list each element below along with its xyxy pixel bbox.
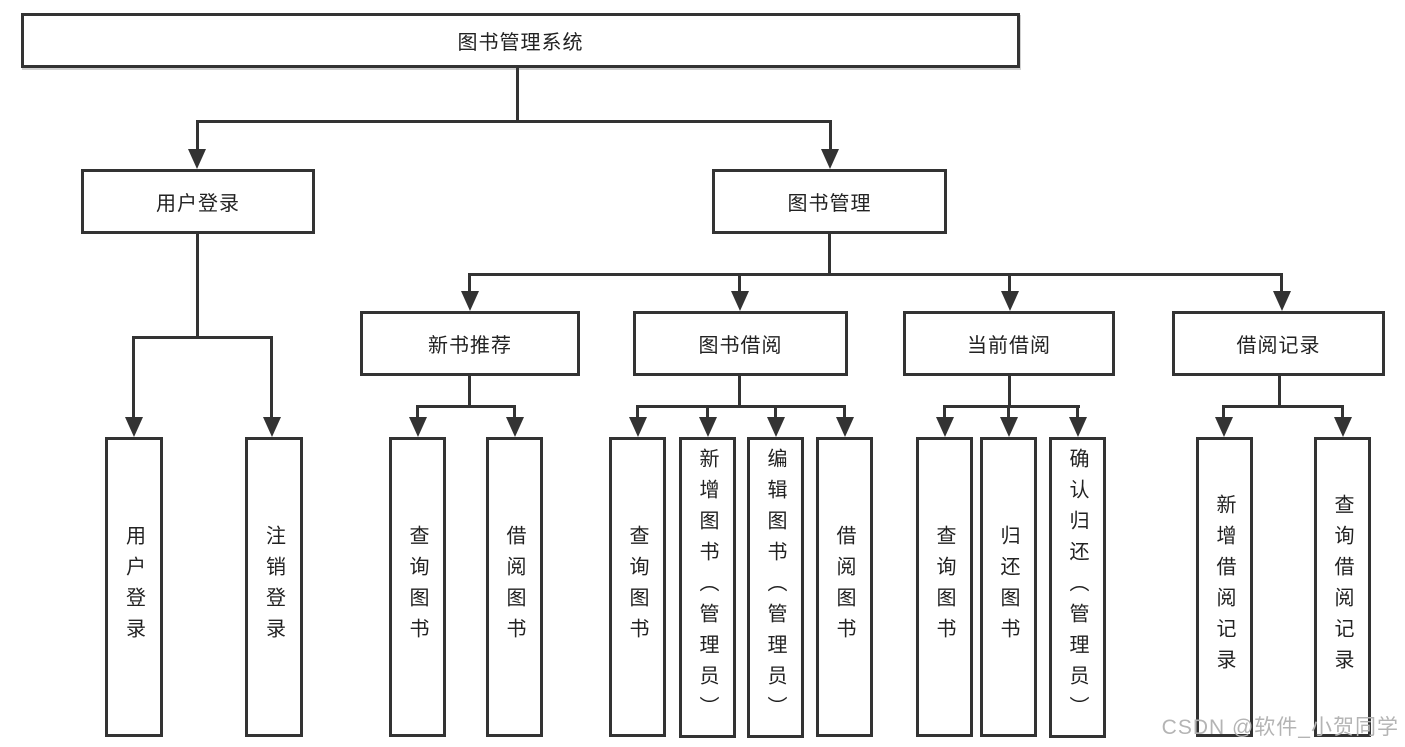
connector-arrow-down-icon (461, 291, 479, 311)
node-user-login: 用户登录 (81, 169, 315, 234)
connector-line (738, 273, 741, 293)
connector-line (636, 405, 639, 419)
connector-arrow-down-icon (1273, 291, 1291, 311)
connector-line (828, 234, 831, 276)
node-borrowing-records-label: 借阅记录 (1236, 335, 1321, 357)
connector-line (1341, 405, 1344, 419)
node-book-borrowing: 图书借阅 (633, 311, 848, 376)
node-borrowing-records: 借阅记录 (1172, 311, 1385, 376)
connector-line (1222, 405, 1225, 419)
connector-arrow-down-icon (836, 417, 854, 437)
connector-line (738, 376, 741, 408)
connector-line (513, 405, 516, 419)
leaf-borrow-book-recommend: 借阅图书 (486, 437, 543, 737)
connector-line (1280, 273, 1283, 293)
connector-arrow-down-icon (767, 417, 785, 437)
connector-line (1076, 405, 1079, 419)
leaf-edit-book-admin: 编辑图书（管理员） (747, 437, 804, 738)
leaf-query-book-current-label: 查询图书 (933, 525, 955, 649)
connector-arrow-down-icon (936, 417, 954, 437)
leaf-logout: 注销登录 (245, 437, 303, 737)
connector-arrow-down-icon (821, 149, 839, 169)
connector-line (468, 376, 471, 408)
connector-line (1007, 405, 1010, 419)
leaf-query-book-recommend-label: 查询图书 (406, 525, 428, 649)
leaf-query-book-borrowing-label: 查询图书 (626, 525, 648, 649)
connector-line (416, 405, 516, 408)
connector-line (196, 120, 832, 123)
node-current-borrowing-label: 当前借阅 (967, 335, 1051, 357)
node-book-management: 图书管理 (712, 169, 947, 234)
leaf-query-book-recommend: 查询图书 (389, 437, 446, 737)
connector-arrow-down-icon (699, 417, 717, 437)
leaf-user-login: 用户登录 (105, 437, 163, 737)
node-new-book-recommendation-label: 新书推荐 (428, 335, 512, 357)
leaf-query-borrow-record-label: 查询借阅记录 (1331, 494, 1353, 680)
csdn-watermark: CSDN @软件_小贺同学 (1161, 716, 1399, 739)
connector-arrow-down-icon (629, 417, 647, 437)
connector-arrow-down-icon (125, 417, 143, 437)
connector-line (468, 273, 471, 293)
connector-line (774, 405, 777, 419)
leaf-add-book-admin-label: 新增图书（管理员） (696, 448, 718, 727)
connector-line (196, 120, 199, 152)
leaf-borrow-book-recommend-label: 借阅图书 (503, 525, 525, 649)
leaf-logout-label: 注销登录 (262, 525, 285, 649)
connector-line (1008, 273, 1011, 293)
connector-line (1222, 405, 1343, 408)
leaf-confirm-return-admin-label: 确认归还（管理员） (1066, 448, 1088, 727)
leaf-query-book-borrowing: 查询图书 (609, 437, 666, 737)
leaf-confirm-return-admin: 确认归还（管理员） (1049, 437, 1106, 738)
connector-arrow-down-icon (1001, 291, 1019, 311)
node-book-borrowing-label: 图书借阅 (698, 335, 783, 357)
connector-line (943, 405, 1080, 408)
node-root: 图书管理系统 (21, 13, 1020, 68)
leaf-add-book-admin: 新增图书（管理员） (679, 437, 736, 738)
connector-arrow-down-icon (506, 417, 524, 437)
leaf-user-login-label: 用户登录 (122, 525, 145, 649)
leaf-query-book-current: 查询图书 (916, 437, 973, 737)
connector-arrow-down-icon (409, 417, 427, 437)
connector-arrow-down-icon (1000, 417, 1018, 437)
leaf-borrow-book-label: 借阅图书 (833, 525, 855, 649)
connector-line (196, 234, 199, 339)
connector-arrow-down-icon (1334, 417, 1352, 437)
connector-line (943, 405, 946, 419)
connector-arrow-down-icon (1215, 417, 1233, 437)
node-new-book-recommendation: 新书推荐 (360, 311, 580, 376)
connector-line (1278, 376, 1281, 408)
leaf-query-borrow-record: 查询借阅记录 (1314, 437, 1371, 737)
connector-line (270, 336, 273, 419)
connector-line (132, 336, 273, 339)
connector-line (829, 120, 832, 152)
leaf-edit-book-admin-label: 编辑图书（管理员） (764, 448, 786, 727)
node-user-login-label: 用户登录 (156, 193, 240, 215)
leaf-add-borrow-record: 新增借阅记录 (1196, 437, 1253, 737)
connector-line (636, 405, 846, 408)
leaf-return-book: 归还图书 (980, 437, 1037, 737)
connector-line (468, 273, 1283, 276)
connector-line (843, 405, 846, 419)
leaf-return-book-label: 归还图书 (997, 525, 1019, 649)
connector-line (516, 67, 519, 123)
node-current-borrowing: 当前借阅 (903, 311, 1115, 376)
connector-line (416, 405, 419, 419)
connector-arrow-down-icon (188, 149, 206, 169)
leaf-add-borrow-record-label: 新增借阅记录 (1213, 494, 1235, 680)
node-book-management-label: 图书管理 (787, 193, 872, 215)
connector-arrow-down-icon (1069, 417, 1087, 437)
connector-arrow-down-icon (731, 291, 749, 311)
connector-line (706, 405, 709, 419)
node-root-label: 图书管理系统 (457, 32, 584, 54)
connector-line (1008, 376, 1011, 408)
connector-line (132, 336, 135, 419)
leaf-borrow-book: 借阅图书 (816, 437, 873, 737)
connector-arrow-down-icon (263, 417, 281, 437)
